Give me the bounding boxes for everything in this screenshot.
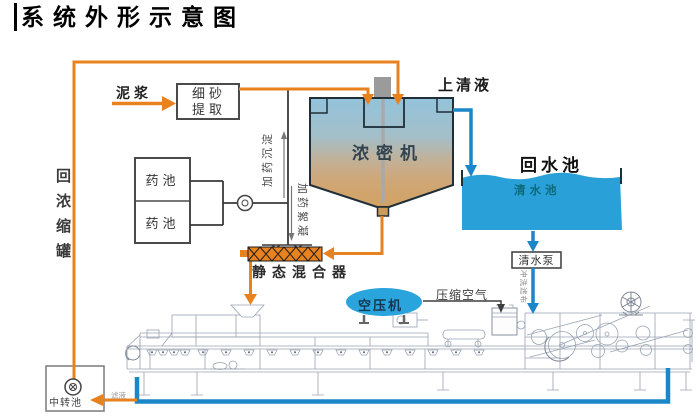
return-water-pool-label: 回水池 — [520, 156, 583, 175]
thickener-tank — [309, 77, 454, 217]
thickener-spout — [376, 206, 390, 217]
sand-extraction-label: 细砂提取 — [191, 86, 226, 117]
dosing-pump-icon — [236, 194, 254, 212]
clear-water-pool-label: 清水池 — [514, 185, 561, 197]
filtrate-label: 滤液 — [111, 391, 126, 400]
page-title: 系统外形示意图 — [14, 3, 245, 31]
transfer-pool-label: 中转池 — [49, 398, 82, 409]
air-compressor — [346, 288, 422, 324]
compressed-air-label: 压缩空气 — [436, 288, 489, 302]
return-water-pool — [461, 168, 622, 230]
dosing-sedimentation-label: 加药沉淀 — [262, 131, 274, 187]
transfer-pump-icon — [64, 378, 82, 396]
belt-filter-press — [125, 291, 695, 396]
thickener-feedwell — [363, 97, 405, 128]
slurry-label: 泥浆 — [116, 85, 152, 101]
static-mixer-label: 静态混合器 — [252, 264, 352, 280]
chemical-tank-top-label: 药池 — [145, 173, 180, 188]
air-compressor-label: 空压机 — [358, 298, 404, 313]
dosing-flocculation-label: 加药絮凝 — [296, 183, 308, 239]
flush-filter-cloth-label: 冲洗滤布 — [519, 270, 528, 304]
thickener-label: 浓密机 — [352, 144, 424, 163]
supernatant-label: 上清液 — [438, 77, 493, 94]
slurry-lines — [72, 60, 404, 406]
water-pipes — [134, 108, 671, 404]
return-thickener-tank-label: 回浓缩罐 — [54, 168, 71, 268]
dosing-direction-arrows — [281, 131, 295, 241]
clear-water-pump-label: 清水泵 — [518, 255, 555, 267]
static-mixer — [240, 246, 323, 262]
chemical-tanks-box — [134, 157, 191, 244]
chemical-tank-bottom-label: 药池 — [145, 215, 180, 231]
compressed-air-line — [423, 300, 505, 313]
clear-water-pump-box — [511, 251, 562, 269]
thickener-motor — [374, 77, 391, 98]
sand-extraction-box — [176, 83, 240, 120]
